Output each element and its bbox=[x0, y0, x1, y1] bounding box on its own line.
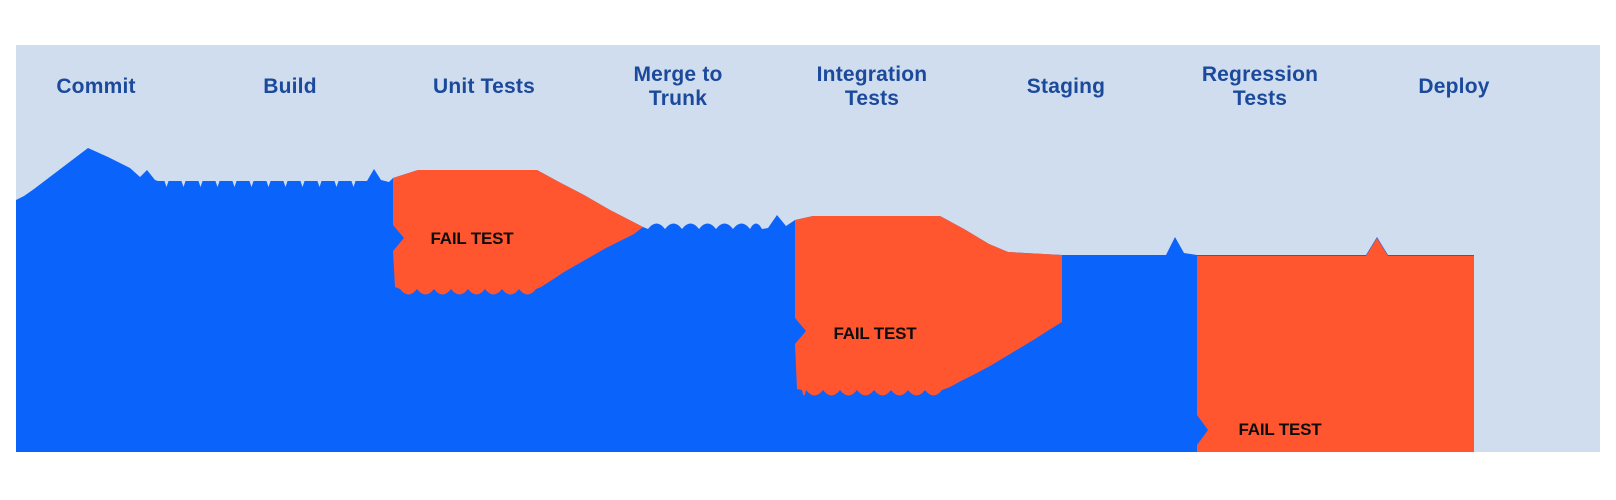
stage-label-line: Commit bbox=[56, 75, 136, 98]
stage-label-line: Build bbox=[263, 75, 317, 98]
stage-label-deploy: Deploy bbox=[1359, 61, 1549, 113]
stage-label-line: Deploy bbox=[1418, 75, 1490, 98]
fail-blob-unit-tests bbox=[393, 170, 643, 295]
fail-test-label-unit-tests: FAIL TEST bbox=[430, 229, 514, 248]
stage-label-line: Integration bbox=[816, 63, 928, 86]
stage-label-staging: Staging bbox=[971, 61, 1161, 113]
stage-label-line: Tests bbox=[844, 87, 900, 110]
stage-label-line: Unit Tests bbox=[433, 75, 535, 98]
fail-test-label-regression-tests: FAIL TEST bbox=[1238, 420, 1322, 439]
fail-blob-regression-tests bbox=[1197, 238, 1474, 452]
stage-label-line: Staging bbox=[1026, 75, 1106, 98]
pipeline-stream-shape bbox=[16, 148, 1474, 452]
stage-label-line: Tests bbox=[1232, 87, 1288, 110]
stage-label-line: Regression bbox=[1201, 63, 1319, 86]
fail-test-label-integration-tests: FAIL TEST bbox=[833, 324, 917, 343]
stage-label-commit: Commit bbox=[1, 61, 191, 113]
stage-label-unit-tests: Unit Tests bbox=[389, 61, 579, 113]
fail-blob-integration-tests bbox=[795, 216, 1062, 396]
stage-label-build: Build bbox=[195, 61, 385, 113]
stage-label-line: Merge to bbox=[633, 63, 723, 86]
stage-label-line: Trunk bbox=[648, 87, 708, 110]
